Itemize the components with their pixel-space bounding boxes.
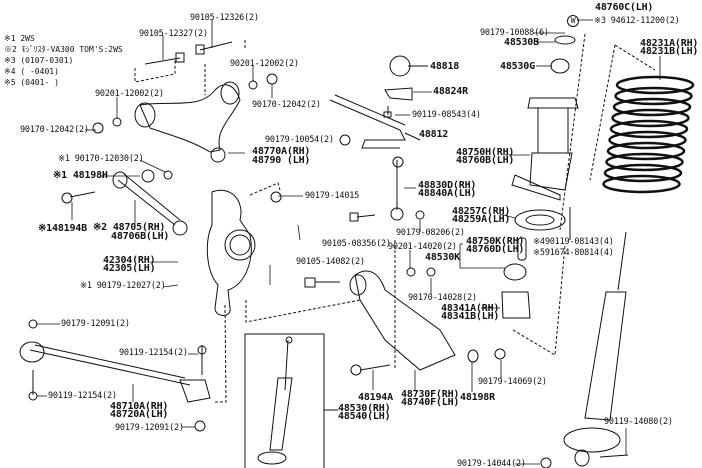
part-label[interactable]: 90119-12154(2) [119,348,188,358]
part-label[interactable]: 90105-12327(2) [139,29,208,39]
part-label[interactable]: 48259A(LH) [452,214,511,225]
part-label[interactable]: 90179-10054(2) [265,135,334,145]
part-label[interactable]: 90201-12002(2) [230,59,299,69]
part-label[interactable]: 48530B [504,37,539,48]
part-label[interactable]: 48530G [500,61,535,72]
legend-item: ※4 ( -0401) [4,67,59,76]
variant-legend: ※1 2WS ※2 ﾓｼﾞﾘｽﾀ-VA300 TOM'S:2WS ※3 (010… [4,33,123,88]
part-label[interactable]: 48540(LH) [338,411,391,422]
spring-coil-ring [608,130,687,150]
part-label[interactable]: 48198R [460,392,495,403]
part-label[interactable]: 90170-12042(2) [252,100,321,110]
part-label[interactable]: 48706B(LH) [111,231,170,242]
part-label[interactable]: ※591674-80814(4) [533,248,614,258]
rear-shock-box [244,333,338,468]
knuckle [206,182,282,316]
part-label[interactable]: 48840A(LH) [418,188,477,199]
upper-control-arm [134,81,241,163]
spring-coil-ring [611,108,690,128]
bolts-top [92,40,351,146]
legend-item: ※5 (0401- ) [4,78,59,87]
part-label[interactable]: 42305(LH) [103,263,156,274]
part-label[interactable]: 48760B(LH) [456,155,515,166]
part-label[interactable]: ※1 90170-12030(2) [58,154,144,164]
part-label[interactable]: 90179-14015 [305,191,360,201]
legend-item: ※2 ﾓｼﾞﾘｽﾀ-VA300 TOM'S:2WS [4,45,123,54]
part-label[interactable]: 48760D(LH) [466,244,525,255]
lateral-link [61,169,188,236]
part-label[interactable]: 90170-14028(2) [408,293,477,303]
part-label[interactable]: 90119-08543(4) [412,110,481,120]
part-label[interactable]: ※1 48198H [53,170,108,181]
part-label[interactable]: 48231A(RH) [640,38,699,49]
part-label[interactable]: 48710A(RH) [110,401,169,412]
stabilizer-bar [329,94,421,221]
part-label[interactable]: 90105-14082(2) [296,257,365,267]
spring-coil-ring [602,174,681,194]
spring-guide [589,44,656,181]
part-label[interactable]: 48750K(RH) [466,236,525,247]
part-label[interactable]: 48257C(RH) [452,206,511,217]
legend-item: ※3 (0107-0301) [4,56,74,65]
part-label[interactable]: 90179-12091(2) [61,319,130,329]
part-label[interactable]: 48740F(LH) [401,397,460,408]
legend-item: ※1 2WS [4,34,35,43]
spring-coil-ring [614,86,693,106]
rear-shock-right [540,231,629,468]
part-label[interactable]: 90170-12042(2) [20,125,89,135]
part-label[interactable]: 48830D(RH) [418,180,477,191]
part-label[interactable]: 48812 [419,129,449,140]
part-label[interactable]: 48341A(RH) [441,303,500,314]
part-label[interactable]: 90179-12091(2) [115,423,184,433]
coil-spring [602,75,695,194]
spring-coil-ring [612,97,692,117]
part-label[interactable]: ※490119-08143(4) [533,237,614,247]
bushings-mid [304,55,428,288]
part-label[interactable]: 48818 [430,61,460,72]
lower-arm-left [19,299,361,432]
part-label[interactable]: 90179-14044(2) [457,459,526,468]
part-label[interactable]: 48770A(RH) [252,146,311,157]
part-label[interactable]: 90105-12326(2) [190,13,259,23]
part-label[interactable]: 90179-14069(2) [478,377,547,387]
part-label[interactable]: 48530K [425,252,460,263]
part-label[interactable]: ※3 94612-11200(2) [594,16,680,26]
part-label[interactable]: ※148194B [38,223,87,234]
lower-arm-right [349,240,506,376]
leader-lines [36,19,661,465]
spring-coil-ring [606,141,686,161]
part-label[interactable]: 90179-10088(6) [480,28,549,38]
part-label[interactable]: 90105-08356(2) [322,239,391,249]
bump-stop [501,237,566,356]
spring-coil-ring [603,163,683,183]
part-label[interactable]: 48231B(LH) [640,46,699,57]
part-label[interactable]: ※2 48705(RH) [93,222,166,233]
part-label[interactable]: 48790 (LH) [252,155,311,166]
part-label[interactable]: 48341B(LH) [441,311,500,322]
part-label[interactable]: 48720A(LH) [110,409,169,420]
part-label[interactable]: 90201-12002(2) [95,89,164,99]
part-label[interactable]: 48194A [358,392,393,403]
part-label[interactable]: 90201-14020(2) [388,242,457,252]
part-label[interactable]: 90119-12154(2) [48,391,117,401]
part-label[interactable]: 48750H(RH) [456,147,515,158]
part-label[interactable]: ※1 90179-12027(2) [80,281,166,291]
part-label[interactable]: 48824R [433,86,468,97]
part-label[interactable]: 42304(RH) [103,255,156,266]
washer-w-icon: W [567,15,579,27]
part-label[interactable]: 90179-08206(2) [396,228,465,238]
part-label[interactable]: 48760C(LH) [595,2,654,13]
part-label[interactable]: 48530(RH) [338,403,391,414]
spring-coil-ring [615,75,695,95]
part-label[interactable]: 90119-14080(2) [604,417,673,427]
part-label[interactable]: 48730F(RH) [401,389,460,400]
spring-coil-ring [605,152,684,172]
spring-coil-ring [609,119,689,139]
